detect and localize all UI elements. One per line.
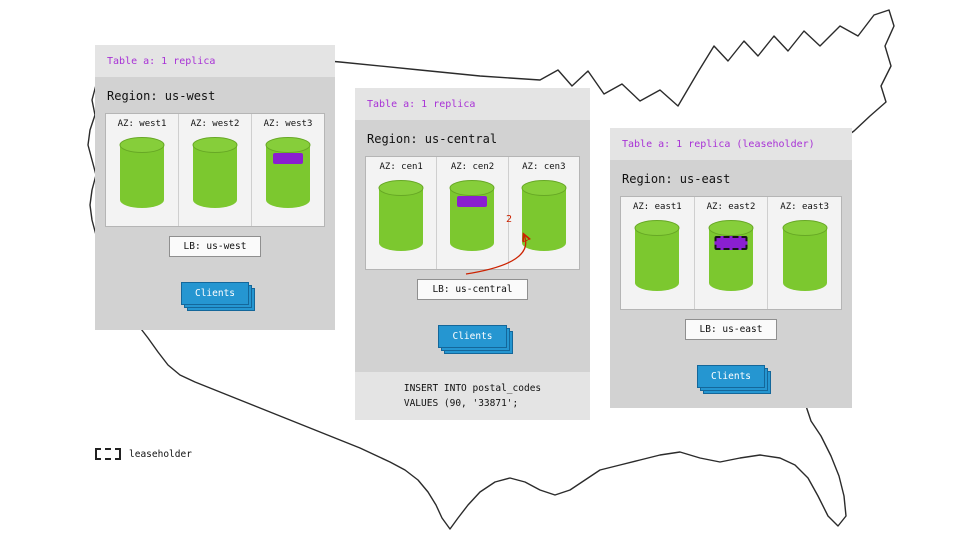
arrow-step-label: 2: [506, 214, 513, 225]
clients-node: Clients: [180, 282, 250, 305]
az-label: AZ: west3: [263, 119, 313, 129]
leaseholder-swatch-icon: [95, 448, 121, 460]
insert-routing-arrow: [465, 205, 550, 275]
az-column-cen1: AZ: cen1: [366, 157, 436, 269]
panel-us-central-body: Region: us-central AZ: cen1 AZ: cen2: [355, 120, 590, 372]
database-cylinder-icon: [265, 137, 311, 209]
us-map-path: [87, 9, 895, 530]
panel-us-west-body: Region: us-west AZ: west1 AZ: west2: [95, 77, 335, 330]
az-label: AZ: west2: [190, 119, 240, 129]
az-column-east1: AZ: east1: [621, 197, 694, 309]
table-replica-label: Table a: 1 replica: [107, 55, 216, 67]
az-label: AZ: east3: [780, 202, 830, 212]
az-column-west3: AZ: west3: [251, 114, 324, 226]
database-cylinder-icon: [192, 137, 238, 209]
database-cylinder-icon: [634, 220, 680, 292]
az-label: AZ: cen3: [522, 162, 566, 172]
database-cylinder-icon: [708, 220, 754, 292]
az-box: AZ: west1 AZ: west2 AZ: west3: [105, 113, 325, 227]
az-column-cen2: AZ: cen2: [436, 157, 507, 269]
az-label: AZ: east1: [632, 202, 682, 212]
database-cylinder-icon: [782, 220, 828, 292]
replica-badge: [457, 196, 488, 207]
legend: leaseholder: [95, 448, 192, 460]
az-column-east2: AZ: east2: [693, 197, 768, 309]
az-column-cen3: AZ: cen3: [507, 157, 579, 269]
az-column-east3: AZ: east3: [767, 197, 841, 309]
clients-node-stack: Clients: [438, 325, 513, 354]
clients-node-stack: Clients: [180, 282, 256, 311]
az-label: AZ: west1: [117, 119, 167, 129]
az-label: AZ: cen1: [379, 162, 423, 172]
panel-us-west-header: Table a: 1 replica: [95, 45, 335, 77]
sql-statement: INSERT INTO postal_codes VALUES (90, '33…: [404, 381, 541, 411]
sql-line: VALUES (90, '33871';: [403, 398, 519, 409]
region-label: Region: us-west: [107, 89, 216, 103]
database-cylinder-icon: [378, 180, 424, 252]
az-box: AZ: cen1 AZ: cen2 AZ: cen3: [365, 156, 580, 270]
replica-badge: [273, 153, 303, 164]
leaseholder-badge: [714, 236, 748, 250]
panel-us-east: Table a: 1 replica (leaseholder) Region:…: [610, 128, 852, 408]
clients-row: Clients: [620, 365, 842, 394]
database-cylinder-icon: [521, 180, 567, 252]
clients-row: Clients: [105, 282, 325, 311]
az-label: AZ: east2: [706, 202, 756, 212]
az-column-west1: AZ: west1: [106, 114, 178, 226]
table-replica-label: Table a: 1 replica (leaseholder): [622, 138, 815, 150]
clients-node: Clients: [696, 365, 766, 388]
panel-us-east-body: Region: us-east AZ: east1 AZ: east2: [610, 160, 852, 408]
load-balancer-us-central: LB: us-central: [417, 279, 528, 300]
panel-us-central-header: Table a: 1 replica: [355, 88, 590, 120]
az-box: AZ: east1 AZ: east2 AZ: east3: [620, 196, 842, 310]
panel-us-central: Table a: 1 replica Region: us-central AZ…: [355, 88, 590, 420]
load-balancer-us-west: LB: us-west: [168, 236, 262, 257]
region-label: Region: us-central: [367, 132, 498, 146]
clients-node: Clients: [438, 325, 507, 348]
database-cylinder-icon: [119, 137, 165, 209]
load-balancer-us-east: LB: us-east: [684, 319, 778, 340]
table-replica-label: Table a: 1 replica: [367, 98, 476, 110]
panel-us-east-header: Table a: 1 replica (leaseholder): [610, 128, 852, 160]
region-label: Region: us-east: [622, 172, 731, 186]
database-cylinder-icon: [449, 180, 495, 252]
sql-line: INSERT INTO postal_codes: [403, 382, 542, 394]
legend-label: leaseholder: [129, 448, 192, 460]
az-label: AZ: cen2: [450, 162, 495, 172]
panel-us-central-footer: INSERT INTO postal_codes VALUES (90, '33…: [355, 372, 590, 420]
panel-us-west: Table a: 1 replica Region: us-west AZ: w…: [95, 45, 335, 330]
clients-row: Clients: [365, 325, 580, 354]
clients-node-stack: Clients: [696, 365, 772, 394]
az-column-west2: AZ: west2: [178, 114, 251, 226]
